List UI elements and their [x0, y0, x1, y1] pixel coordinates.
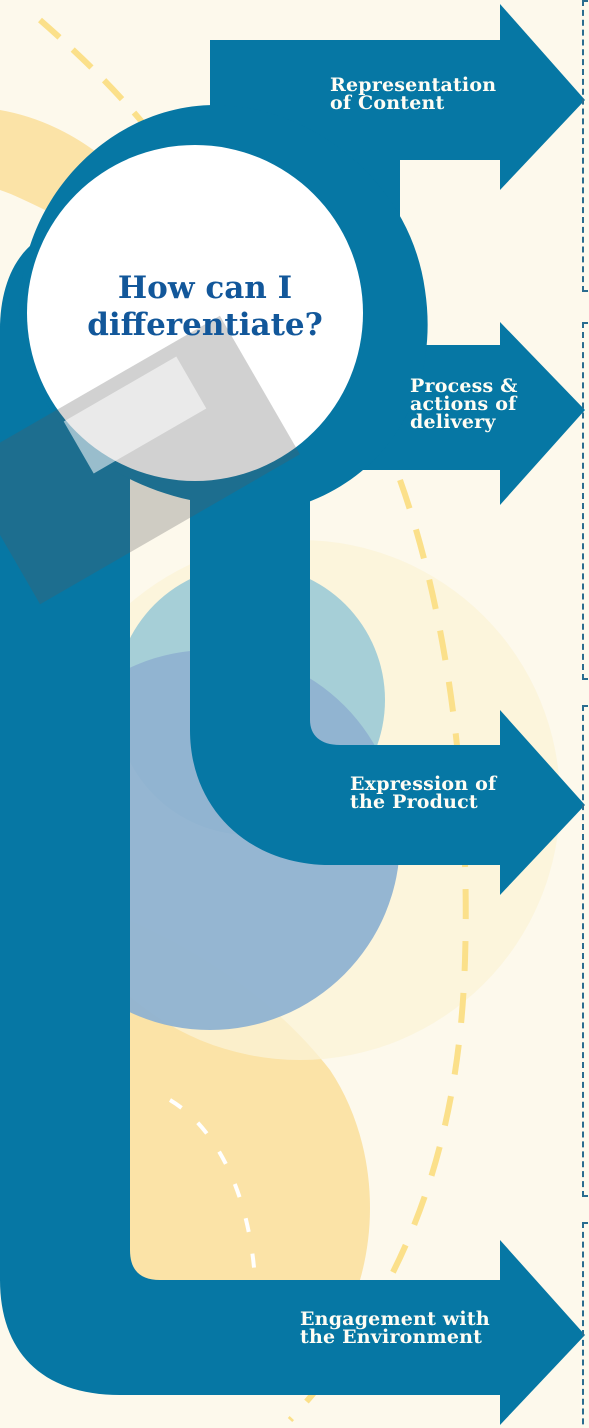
branch-label-representation: Representation of Content: [330, 76, 496, 112]
content-box-2: [582, 322, 589, 680]
content-box-4: [582, 1222, 589, 1428]
branch-label-engagement: Engagement with the Environment: [300, 1310, 490, 1346]
content-box-1: [582, 0, 589, 292]
branch-label-process: Process & actions of delivery: [410, 377, 518, 431]
center-title: How can I differentiate?: [40, 270, 370, 344]
arrowhead-4: [500, 1240, 585, 1425]
arrowhead-1: [500, 4, 585, 190]
content-box-3: [582, 705, 589, 1197]
branch-label-expression: Expression of the Product: [350, 775, 496, 811]
